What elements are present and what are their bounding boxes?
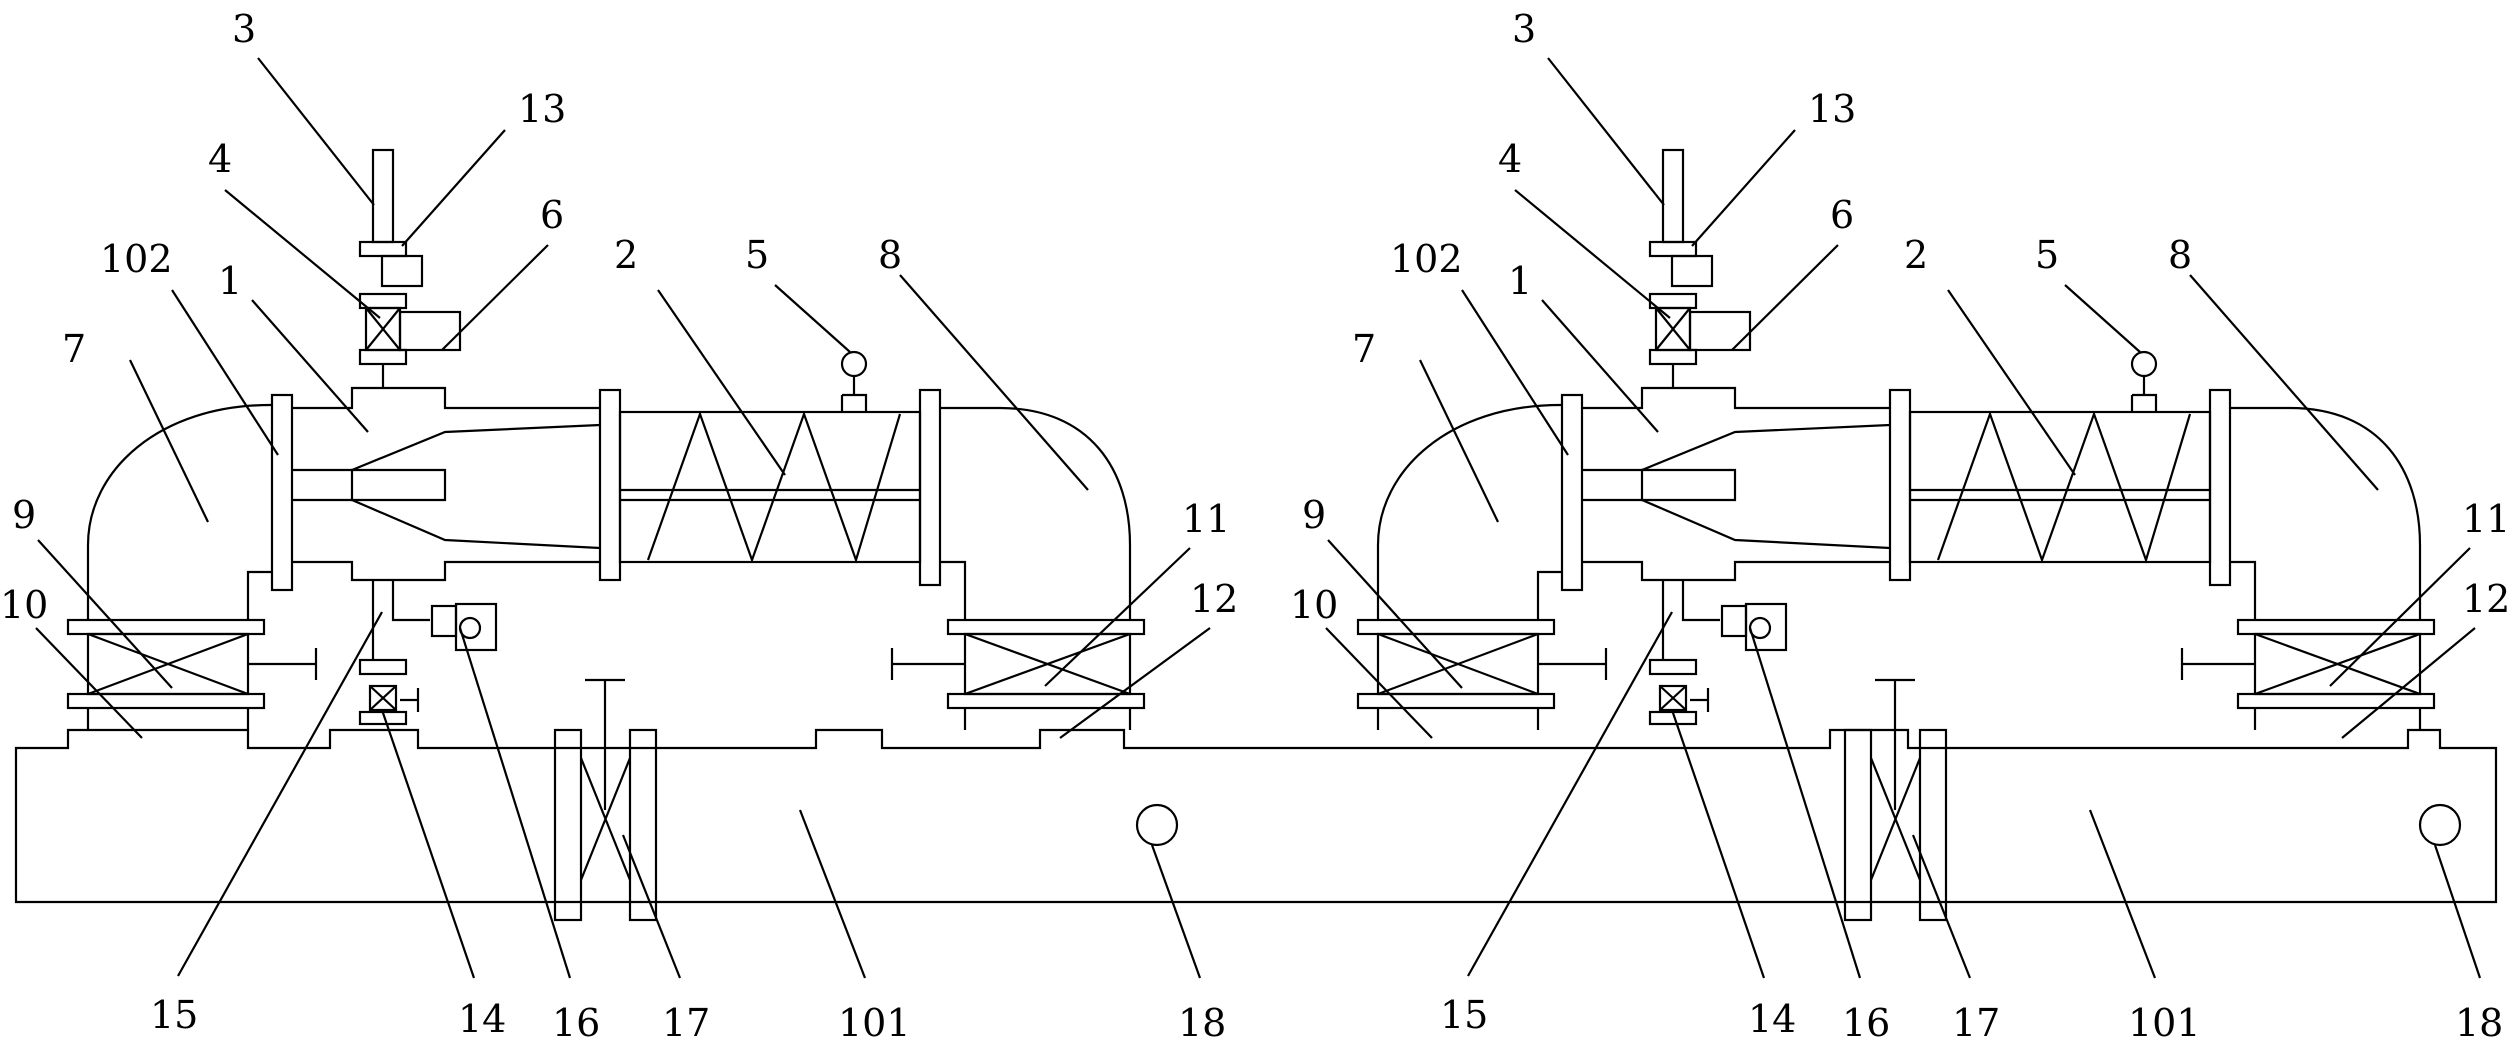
label-17: 17 xyxy=(1952,1001,2000,1040)
port-circle xyxy=(2418,803,2462,847)
left-gate-valve xyxy=(66,618,318,730)
label-2: 2 xyxy=(614,233,638,277)
left-elbow xyxy=(86,403,272,620)
label-7: 7 xyxy=(1352,327,1376,371)
label-9: 9 xyxy=(1302,493,1326,537)
unit-left: 3 13 4 6 102 1 2 5 8 7 9 10 11 12 15 14 … xyxy=(0,7,1238,1040)
drain-leg xyxy=(1648,580,1788,726)
right-flange xyxy=(918,388,942,587)
right-gate-valve xyxy=(890,618,1146,730)
label-13: 13 xyxy=(518,87,566,131)
label-3: 3 xyxy=(1512,7,1536,51)
right-gate-valve xyxy=(2180,618,2436,730)
label-10: 10 xyxy=(0,583,48,627)
label-101: 101 xyxy=(838,1001,911,1040)
label-18: 18 xyxy=(2455,1001,2503,1040)
label-9: 9 xyxy=(12,493,36,537)
label-13: 13 xyxy=(1808,87,1856,131)
part-labels: 3 13 4 6 102 1 2 5 8 7 9 10 11 12 15 14 … xyxy=(0,7,1238,1040)
label-5: 5 xyxy=(2035,233,2059,277)
label-14: 14 xyxy=(1748,997,1796,1040)
label-102: 102 xyxy=(100,237,173,281)
left-flange xyxy=(1560,393,1584,592)
part-labels: 3 13 4 6 102 1 2 5 8 7 9 10 11 12 15 14 … xyxy=(1290,7,2510,1040)
label-4: 4 xyxy=(208,137,232,181)
bottom-pipe xyxy=(14,728,2498,904)
inline-valve xyxy=(553,678,658,922)
pressure-gauge xyxy=(2130,350,2158,412)
label-11: 11 xyxy=(1182,497,1230,541)
leader-lines xyxy=(1325,57,2482,979)
label-10: 10 xyxy=(1290,583,1338,627)
right-elbow xyxy=(940,406,1132,620)
top-stem xyxy=(358,148,462,388)
label-15: 15 xyxy=(1440,993,1488,1037)
port-circle xyxy=(1135,803,1179,847)
label-102: 102 xyxy=(1390,237,1463,281)
label-7: 7 xyxy=(62,327,86,371)
mid-flange xyxy=(1888,388,1912,582)
drain-leg xyxy=(358,580,498,726)
top-stem xyxy=(1648,148,1752,388)
label-5: 5 xyxy=(745,233,769,277)
label-4: 4 xyxy=(1498,137,1522,181)
label-1: 1 xyxy=(218,259,242,303)
label-12: 12 xyxy=(1190,577,1238,621)
spiral-mixer xyxy=(1908,410,2212,564)
unit-right: 3 13 4 6 102 1 2 5 8 7 9 10 11 12 15 14 … xyxy=(1290,7,2510,1040)
label-6: 6 xyxy=(540,193,564,237)
label-18: 18 xyxy=(1178,1001,1226,1040)
label-12: 12 xyxy=(2462,577,2510,621)
left-elbow xyxy=(1376,403,1562,620)
label-8: 8 xyxy=(2168,233,2192,277)
right-flange xyxy=(2208,388,2232,587)
label-16: 16 xyxy=(552,1001,600,1040)
label-8: 8 xyxy=(878,233,902,277)
pressure-gauge xyxy=(840,350,868,412)
injector-body xyxy=(1582,386,1891,582)
left-gate-valve xyxy=(1356,618,1608,730)
label-16: 16 xyxy=(1842,1001,1890,1040)
label-6: 6 xyxy=(1830,193,1854,237)
spiral-mixer xyxy=(618,410,922,564)
label-101: 101 xyxy=(2128,1001,2201,1040)
leader-lines xyxy=(35,57,1211,979)
left-flange xyxy=(270,393,294,592)
mid-flange xyxy=(598,388,622,582)
injector-body xyxy=(292,386,601,582)
inline-valve xyxy=(1843,678,1948,922)
label-2: 2 xyxy=(1904,233,1928,277)
label-14: 14 xyxy=(458,997,506,1040)
label-1: 1 xyxy=(1508,259,1532,303)
label-17: 17 xyxy=(662,1001,710,1040)
label-15: 15 xyxy=(150,993,198,1037)
label-11: 11 xyxy=(2462,497,2510,541)
right-elbow xyxy=(2230,406,2422,620)
label-3: 3 xyxy=(232,7,256,51)
